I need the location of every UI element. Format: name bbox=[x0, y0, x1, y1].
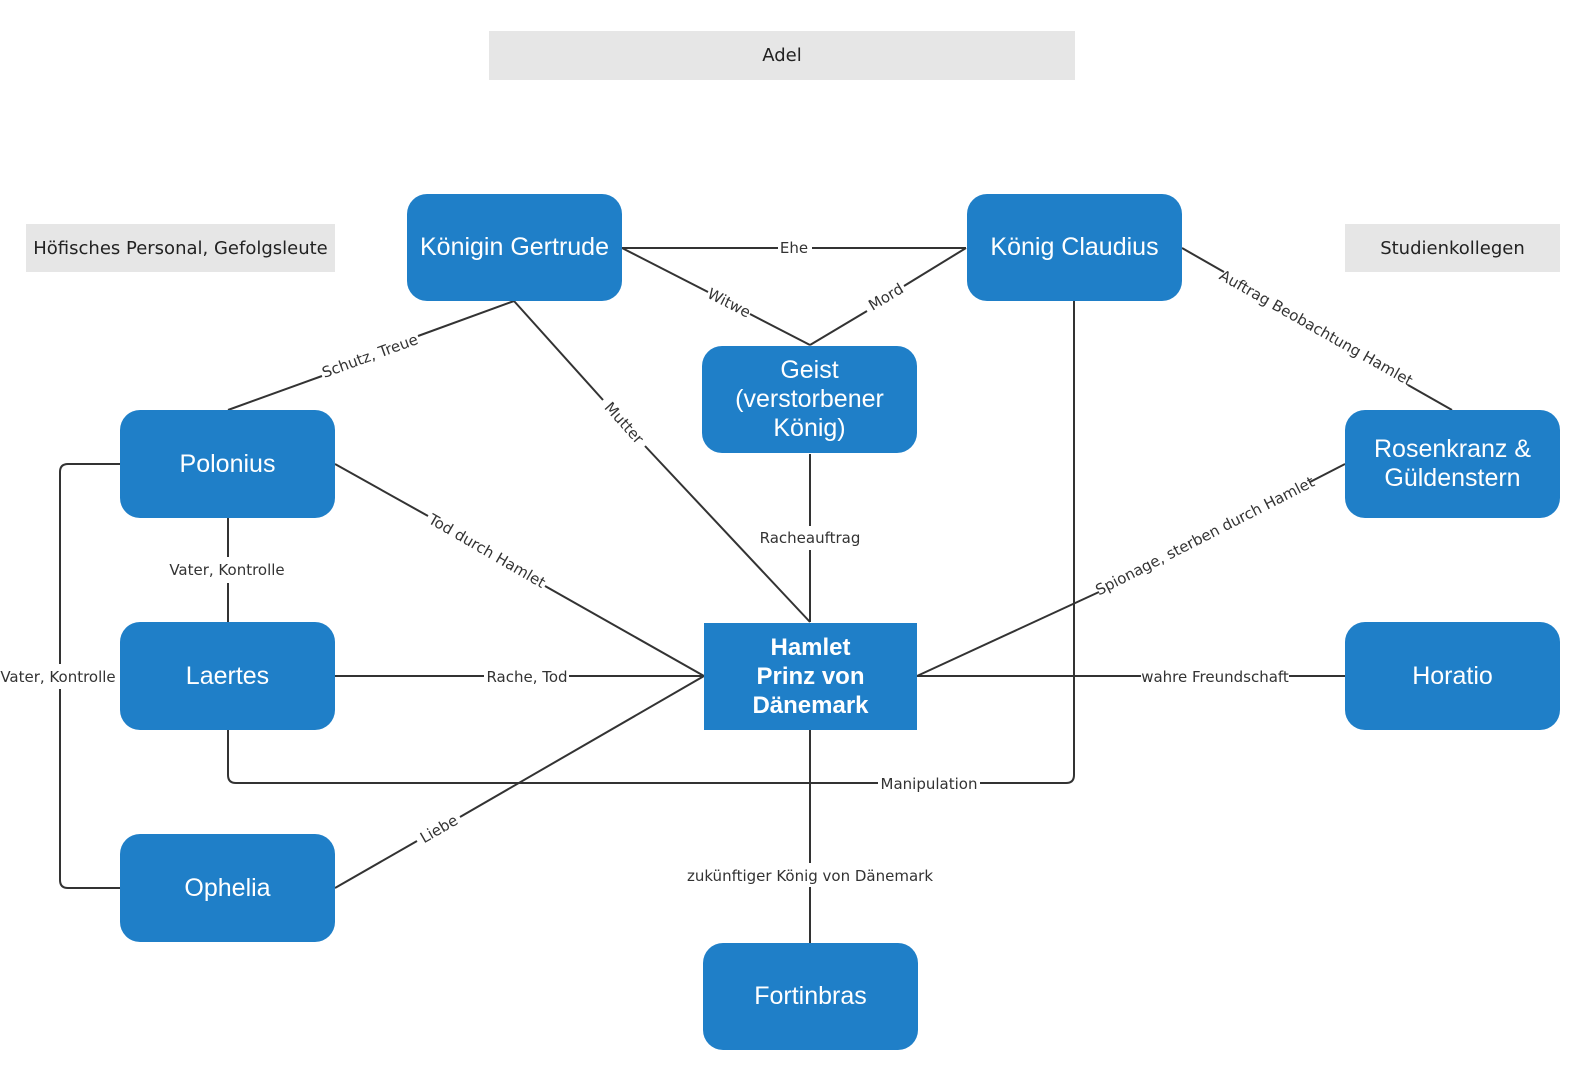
node-ophelia[interactable]: Ophelia bbox=[120, 834, 335, 942]
edge-schutz-line bbox=[417, 300, 515, 337]
edge-tod-line bbox=[334, 463, 429, 517]
edge-vater2-line bbox=[59, 463, 120, 664]
edge-spionage-line bbox=[916, 591, 1100, 677]
edge-label-rache: Rache, Tod bbox=[486, 668, 567, 686]
category-studienkollegen-label: Studienkollegen bbox=[1380, 237, 1525, 259]
node-geist-label: Geist (verstorbener König) bbox=[735, 356, 884, 442]
edge-spionage-line bbox=[1309, 463, 1346, 483]
edge-witwe-line bbox=[749, 313, 811, 346]
edge-label-liebe: Liebe bbox=[417, 811, 461, 847]
edge-label-ehe: Ehe bbox=[780, 239, 808, 257]
node-koenig-claudius-label: König Claudius bbox=[990, 233, 1159, 261]
node-koenigin-gertrude-label: Königin Gertrude bbox=[419, 233, 609, 261]
node-fortinbras[interactable]: Fortinbras bbox=[703, 943, 918, 1050]
edge-liebe-line bbox=[334, 840, 418, 889]
node-polonius[interactable]: Polonius bbox=[120, 410, 335, 518]
category-adel-label: Adel bbox=[762, 45, 802, 66]
node-laertes-label: Laertes bbox=[185, 661, 270, 690]
node-fortinbras-label: Fortinbras bbox=[754, 982, 867, 1010]
edge-mord-line bbox=[903, 247, 967, 287]
node-laertes[interactable]: Laertes bbox=[120, 622, 335, 730]
edge-auftrag-line bbox=[1181, 247, 1225, 273]
edge-schutz-line bbox=[227, 375, 323, 411]
node-horatio[interactable]: Horatio bbox=[1345, 622, 1560, 730]
edge-mutter-line bbox=[513, 300, 604, 401]
edge-mutter-line bbox=[644, 445, 811, 623]
node-koenig-claudius[interactable]: König Claudius bbox=[967, 194, 1182, 301]
edge-label-spionage: Spionage, sterben durch Hamlet bbox=[1093, 473, 1318, 600]
edge-label-witwe: Witwe bbox=[704, 285, 753, 322]
edge-label-vater2: Vater, Kontrolle bbox=[0, 668, 115, 686]
node-polonius-label: Polonius bbox=[179, 449, 276, 478]
category-hofisches-personal: Höfisches Personal, Gefolgsleute bbox=[26, 224, 335, 272]
edge-label-auftrag: Auftrag Beobachtung Hamlet bbox=[1216, 266, 1416, 390]
edge-label-manipulation: Manipulation bbox=[881, 775, 978, 793]
edge-label-schutz: Schutz, Treue bbox=[320, 330, 421, 381]
edge-label-racheauftrag: Racheauftrag bbox=[760, 529, 861, 547]
edge-label-freundschaft: wahre Freundschaft bbox=[1141, 668, 1289, 686]
edge-label-mord: Mord bbox=[865, 280, 906, 315]
edge-manipulation-line bbox=[227, 730, 878, 784]
node-hamlet-label: Hamlet Prinz von Dänemark bbox=[752, 634, 869, 719]
category-adel: Adel bbox=[489, 31, 1075, 80]
node-rosenkranz-gueldenstern[interactable]: Rosenkranz & Güldenstern bbox=[1345, 410, 1560, 518]
node-koenigin-gertrude[interactable]: Königin Gertrude bbox=[407, 194, 622, 301]
edge-label-zukunft: zukünftiger König von Dänemark bbox=[687, 867, 933, 885]
node-geist[interactable]: Geist (verstorbener König) bbox=[702, 346, 917, 453]
edge-label-tod: Tod durch Hamlet bbox=[425, 510, 549, 592]
edge-tod-line bbox=[544, 585, 705, 677]
category-studienkollegen: Studienkollegen bbox=[1345, 224, 1560, 272]
node-hamlet[interactable]: Hamlet Prinz von Dänemark bbox=[704, 623, 917, 730]
node-ophelia-label: Ophelia bbox=[184, 873, 271, 902]
edge-label-vater: Vater, Kontrolle bbox=[169, 561, 284, 579]
edge-auftrag-line bbox=[1407, 384, 1453, 411]
edge-mord-line bbox=[809, 310, 868, 346]
edge-liebe-line bbox=[459, 675, 705, 818]
edge-vater2-line bbox=[59, 689, 120, 889]
node-rosenkranz-gueldenstern-label: Rosenkranz & Güldenstern bbox=[1373, 435, 1532, 492]
category-hofisches-personal-label: Höfisches Personal, Gefolgsleute bbox=[33, 237, 328, 259]
node-horatio-label: Horatio bbox=[1412, 661, 1493, 690]
edge-manipulation-line bbox=[980, 301, 1075, 784]
edge-label-mutter: Mutter bbox=[601, 399, 648, 449]
edge-witwe-line bbox=[621, 247, 709, 293]
